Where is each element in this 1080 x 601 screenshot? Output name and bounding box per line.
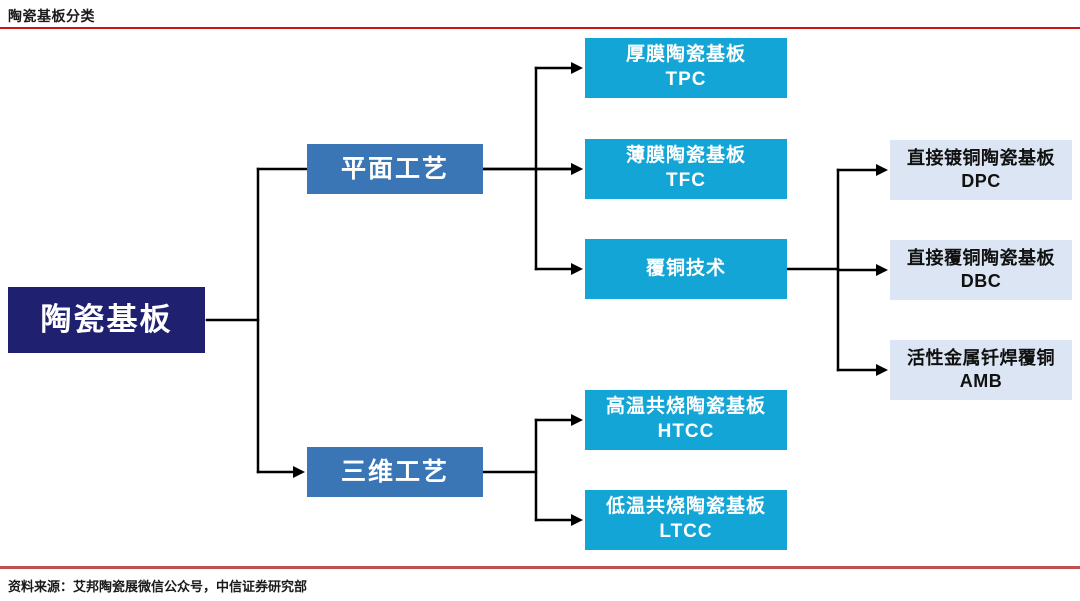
node-amb: 活性金属钎焊覆铜 AMB — [890, 340, 1072, 400]
arrowhead-amb — [876, 364, 888, 376]
node-ceramic-substrate-root: 陶瓷基板 — [8, 287, 205, 353]
arrowhead-threed — [293, 466, 305, 478]
node-copper-clad-technology: 覆铜技术 — [585, 239, 787, 299]
node-label-line1: 薄膜陶瓷基板 — [625, 145, 746, 167]
node-htcc: 高温共烧陶瓷基板 HTCC — [585, 390, 787, 450]
node-label: 平面工艺 — [340, 154, 449, 183]
node-label: 陶瓷基板 — [40, 301, 173, 337]
bottom-rule-divider — [0, 566, 1080, 569]
node-ltcc: 低温共烧陶瓷基板 LTCC — [585, 490, 787, 550]
node-tfc: 薄膜陶瓷基板 TFC — [585, 139, 787, 199]
arrowhead-dpc — [876, 164, 888, 176]
arrowhead-dbc — [876, 264, 888, 276]
arrowhead-ltcc — [571, 514, 583, 526]
node-label-line1: 直接覆铜陶瓷基板 — [907, 247, 1055, 268]
node-tpc: 厚膜陶瓷基板 TPC — [585, 38, 787, 98]
node-label-line1: 高温共烧陶瓷基板 — [605, 396, 766, 418]
source-note: 资料来源：艾邦陶瓷展微信公众号，中信证券研究部 — [8, 579, 308, 594]
node-label-line2: HTCC — [657, 421, 715, 442]
node-label-line2: TPC — [665, 69, 707, 90]
arrowhead-planar — [571, 163, 583, 175]
node-dpc: 直接镀铜陶瓷基板 DPC — [890, 140, 1072, 200]
page-title: 陶瓷基板分类 — [8, 8, 95, 24]
node-label-line1: 直接镀铜陶瓷基板 — [907, 147, 1055, 168]
node-dbc: 直接覆铜陶瓷基板 DBC — [890, 240, 1072, 300]
node-label: 覆铜技术 — [645, 257, 726, 279]
node-label-line2: TFC — [666, 170, 706, 191]
arrowhead-htcc — [571, 414, 583, 426]
node-label-line2: AMB — [959, 371, 1003, 391]
node-label-line1: 活性金属钎焊覆铜 — [907, 347, 1055, 368]
arrowhead-copper — [571, 263, 583, 275]
node-label-line1: 厚膜陶瓷基板 — [625, 44, 746, 66]
arrowhead-tfc — [571, 163, 583, 175]
top-rule-divider — [0, 27, 1080, 29]
node-label-line2: DPC — [961, 171, 1001, 191]
node-three-d-process: 三维工艺 — [307, 447, 483, 497]
node-label-line2: DBC — [960, 271, 1002, 291]
arrowhead-tpc — [571, 62, 583, 74]
node-label-line1: 低温共烧陶瓷基板 — [605, 496, 766, 518]
node-label: 三维工艺 — [340, 457, 449, 486]
node-label-line2: LTCC — [659, 521, 713, 542]
node-planar-process: 平面工艺 — [307, 144, 483, 194]
